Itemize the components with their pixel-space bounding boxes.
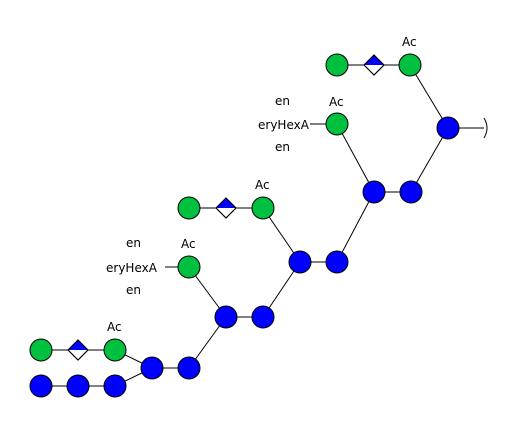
blue-circle-residue [103, 374, 127, 398]
green-circle-residue [325, 112, 349, 136]
en-label: en [126, 283, 141, 297]
substituent-labels: Ac Ac Ac Ac Ac en eryHexA en en eryHexA … [106, 35, 417, 334]
green-circle-residue [398, 53, 422, 77]
reducing-end-bracket [483, 117, 488, 139]
blue-circle-residue [251, 305, 275, 329]
blue-circle-residue [399, 180, 423, 204]
blue-circle-residue [177, 356, 201, 380]
half-blue-diamond-residue [363, 54, 385, 76]
blue-circle-residue [214, 305, 238, 329]
bond-top-hex-to-root [409, 64, 449, 129]
green-circle-residue [177, 255, 201, 279]
green-circle-residue [177, 196, 201, 220]
en-label: en [275, 94, 290, 108]
blue-circle-residue [288, 250, 312, 274]
en-label: en [275, 140, 290, 154]
eryhexa-label: eryHexA [106, 261, 158, 275]
green-circle-residue [325, 53, 349, 77]
blue-circle-residue [140, 356, 164, 380]
ac-label: Ac [107, 320, 122, 334]
ac-label: Ac [402, 35, 417, 49]
blue-circle-root-residue [436, 116, 460, 140]
residues [29, 53, 460, 398]
blue-circle-residue [362, 180, 386, 204]
green-circle-residue [103, 338, 127, 362]
ac-label: Ac [255, 178, 270, 192]
blue-circle-residue [325, 250, 349, 274]
bond-hexnac-chain-2 [336, 191, 375, 263]
green-circle-residue [251, 196, 275, 220]
eryhexa-label: eryHexA [258, 118, 310, 132]
blue-circle-residue [29, 374, 53, 398]
bond-branch-2-hex [336, 123, 375, 193]
half-blue-diamond-residue [215, 197, 237, 219]
bond-root-to-hexnac [410, 127, 449, 193]
glycosidic-bonds [41, 64, 488, 387]
green-circle-residue [29, 338, 53, 362]
half-blue-diamond-residue [67, 339, 89, 361]
blue-circle-residue [66, 374, 90, 398]
ac-label: Ac [181, 237, 196, 251]
en-label: en [126, 236, 141, 250]
ac-label: Ac [329, 95, 344, 109]
